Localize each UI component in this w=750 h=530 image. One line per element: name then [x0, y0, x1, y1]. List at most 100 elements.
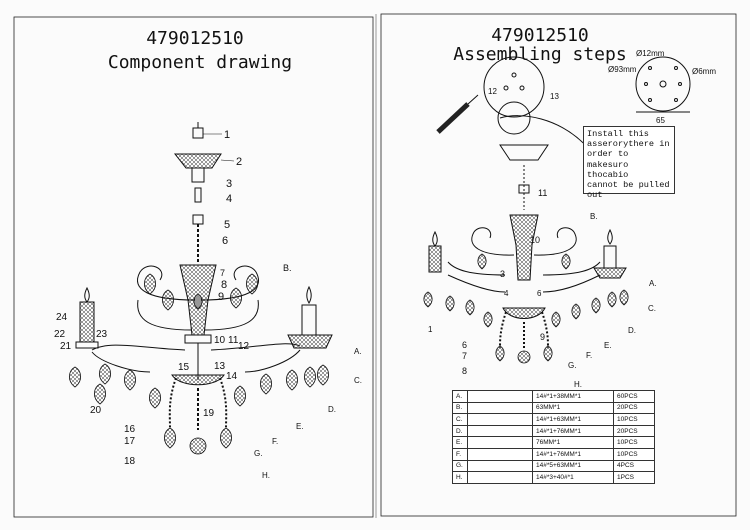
svg-text:D.: D.: [328, 405, 336, 414]
part-key: G.: [452, 459, 468, 473]
svg-text:7: 7: [462, 351, 467, 361]
part-qty: 4PCS: [613, 459, 655, 473]
part-icon-cell: [467, 459, 533, 473]
svg-text:10: 10: [530, 235, 540, 245]
part-qty: 1PCS: [613, 471, 655, 484]
svg-text:22: 22: [54, 329, 66, 340]
part-size: 14#*3+40#*1: [532, 471, 614, 484]
svg-text:23: 23: [96, 329, 108, 340]
svg-text:3: 3: [226, 178, 232, 190]
svg-text:15: 15: [178, 362, 190, 373]
part-icon-cell: [467, 471, 533, 484]
part-size: 63MM*1: [532, 401, 614, 415]
note-line: out: [587, 190, 603, 201]
svg-text:G.: G.: [568, 361, 576, 370]
part-key: D.: [452, 424, 468, 438]
part-size: 14#*5+63MM*1: [532, 459, 614, 473]
svg-text:E.: E.: [604, 341, 612, 350]
svg-text:B.: B.: [590, 212, 598, 221]
svg-text:9: 9: [540, 332, 545, 342]
svg-text:20: 20: [90, 405, 102, 416]
part-size: 14#*1+76MM*1: [532, 424, 614, 438]
svg-text:6: 6: [462, 340, 467, 350]
svg-text:D.: D.: [628, 326, 636, 335]
svg-text:H.: H.: [574, 380, 582, 389]
part-icon-cell: [467, 413, 533, 426]
part-key: E.: [452, 436, 468, 449]
svg-text:6: 6: [537, 289, 542, 298]
part-key: C.: [452, 413, 468, 426]
part-qty: 20PCS: [613, 401, 655, 415]
svg-text:4: 4: [504, 289, 509, 298]
part-qty: 60PCS: [613, 390, 655, 403]
svg-text:2: 2: [236, 156, 242, 168]
part-icon-cell: [467, 401, 533, 415]
right-crystals: [423, 253, 629, 364]
right-callouts: 12 13 11 10 3 4 6 9 1 6 7 8 B. A. C. D. …: [428, 49, 716, 389]
svg-text:7: 7: [220, 268, 225, 278]
svg-text:13: 13: [214, 361, 226, 372]
svg-text:Ø93mm: Ø93mm: [608, 65, 637, 74]
svg-text:18: 18: [124, 456, 136, 467]
svg-text:19: 19: [203, 408, 215, 419]
svg-text:H.: H.: [262, 471, 270, 480]
note-line: cannot be pulled: [587, 180, 670, 191]
svg-text:16: 16: [124, 424, 136, 435]
svg-text:12: 12: [488, 87, 497, 96]
right-frame: [380, 13, 737, 517]
note-line: asserorythere in: [587, 139, 670, 150]
right-title: Assembling steps: [453, 44, 627, 65]
svg-text:12: 12: [238, 341, 250, 352]
svg-text:C.: C.: [354, 376, 362, 385]
svg-text:14: 14: [226, 371, 238, 382]
part-size: 76MM*1: [532, 436, 614, 449]
note-line: order to: [587, 149, 629, 160]
svg-text:B.: B.: [283, 263, 292, 273]
part-icon-cell: [467, 447, 533, 461]
part-key: B.: [452, 401, 468, 415]
svg-text:13: 13: [550, 92, 559, 101]
left-frame: [13, 16, 374, 518]
right-model-number: 479012510: [491, 25, 589, 46]
part-key: A.: [452, 390, 468, 403]
part-key: F.: [452, 447, 468, 461]
svg-text:17: 17: [124, 436, 136, 447]
svg-text:11: 11: [538, 188, 547, 198]
part-icon-cell: [467, 436, 533, 449]
svg-text:G.: G.: [254, 449, 262, 458]
left-model-number: 479012510: [146, 28, 244, 49]
note-line: makesuro thocabio: [587, 159, 629, 180]
part-key: H.: [452, 471, 468, 484]
right-assembly: [428, 56, 691, 350]
svg-text:24: 24: [56, 312, 68, 323]
svg-text:A.: A.: [649, 279, 657, 288]
svg-text:5: 5: [224, 219, 230, 231]
svg-text:F.: F.: [272, 437, 278, 446]
svg-text:E.: E.: [296, 422, 304, 431]
part-size: 14#*1+38MM*1: [532, 390, 614, 403]
part-icon-cell: [467, 390, 533, 403]
svg-text:3: 3: [500, 269, 505, 279]
svg-text:1: 1: [428, 325, 433, 334]
svg-text:6: 6: [222, 235, 228, 247]
part-qty: 10PCS: [613, 436, 655, 449]
svg-text:8: 8: [221, 279, 227, 291]
install-note: Install this asserorythere in order to m…: [583, 126, 675, 200]
svg-text:11: 11: [228, 335, 239, 346]
svg-text:Ø12mm: Ø12mm: [636, 49, 665, 58]
svg-text:Ø6mm: Ø6mm: [692, 67, 716, 76]
svg-text:A.: A.: [354, 347, 362, 356]
part-icon-cell: [467, 424, 533, 438]
part-qty: 20PCS: [613, 424, 655, 438]
note-line: Install this: [587, 129, 649, 139]
svg-text:1: 1: [224, 129, 230, 141]
part-qty: 10PCS: [613, 413, 655, 426]
